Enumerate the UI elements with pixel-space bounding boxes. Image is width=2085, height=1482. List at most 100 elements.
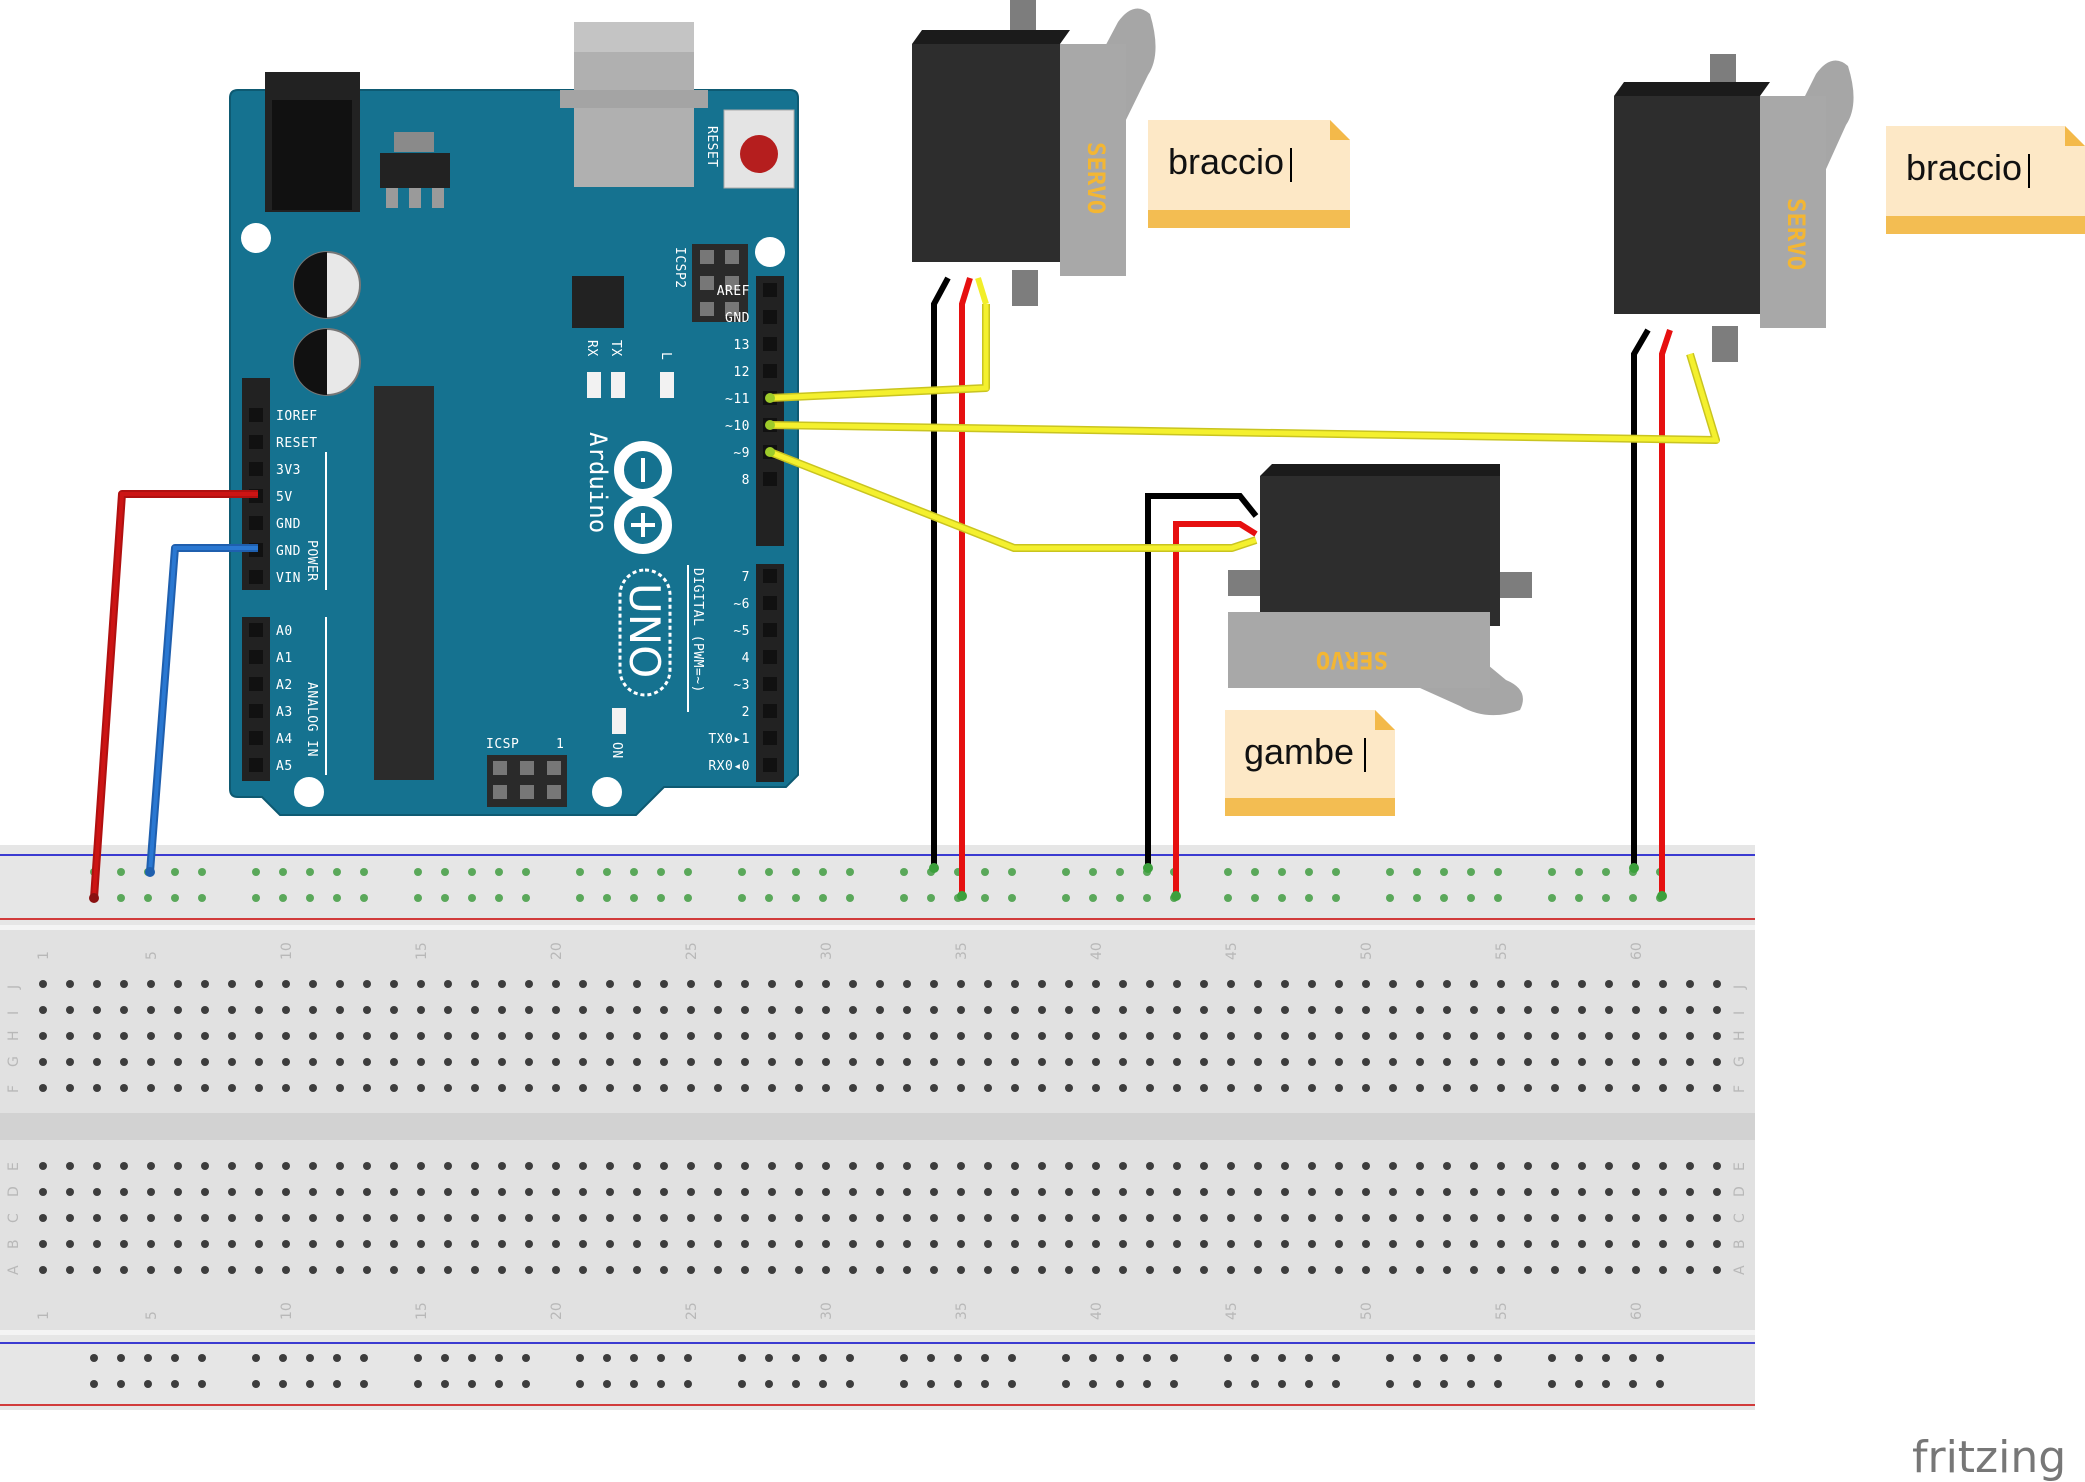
rail-hole[interactable] <box>414 894 422 902</box>
breadboard-hole[interactable] <box>1389 1240 1397 1248</box>
breadboard-hole[interactable] <box>1497 1162 1505 1170</box>
rail-hole[interactable] <box>1332 868 1340 876</box>
breadboard-hole[interactable] <box>228 1006 236 1014</box>
breadboard-hole[interactable] <box>1524 1188 1532 1196</box>
breadboard-hole[interactable] <box>1578 1032 1586 1040</box>
header-socket[interactable] <box>763 337 777 351</box>
breadboard-hole[interactable] <box>471 1084 479 1092</box>
rail-hole[interactable] <box>171 868 179 876</box>
rail-hole[interactable] <box>414 1380 422 1388</box>
breadboard-hole[interactable] <box>1443 1058 1451 1066</box>
breadboard-hole[interactable] <box>1281 1006 1289 1014</box>
breadboard-hole[interactable] <box>147 1058 155 1066</box>
breadboard-hole[interactable] <box>1524 1058 1532 1066</box>
breadboard-hole[interactable] <box>1308 1006 1316 1014</box>
breadboard-hole[interactable] <box>768 1266 776 1274</box>
breadboard-hole[interactable] <box>1146 1188 1154 1196</box>
rail-hole[interactable] <box>468 894 476 902</box>
breadboard-hole[interactable] <box>633 1032 641 1040</box>
rail-hole[interactable] <box>738 894 746 902</box>
breadboard-hole[interactable] <box>1281 1214 1289 1222</box>
breadboard-hole[interactable] <box>1605 1162 1613 1170</box>
breadboard-hole[interactable] <box>1038 1162 1046 1170</box>
breadboard-hole[interactable] <box>201 1032 209 1040</box>
rail-hole[interactable] <box>1332 1380 1340 1388</box>
breadboard-hole[interactable] <box>498 1084 506 1092</box>
breadboard-hole[interactable] <box>984 1058 992 1066</box>
breadboard-hole[interactable] <box>849 1188 857 1196</box>
rail-hole[interactable] <box>495 868 503 876</box>
breadboard-hole[interactable] <box>795 1214 803 1222</box>
breadboard-hole[interactable] <box>1254 1006 1262 1014</box>
breadboard-hole[interactable] <box>1659 1214 1667 1222</box>
breadboard-hole[interactable] <box>1335 1266 1343 1274</box>
breadboard-hole[interactable] <box>660 1188 668 1196</box>
breadboard-hole[interactable] <box>1308 1188 1316 1196</box>
breadboard-hole[interactable] <box>1497 1006 1505 1014</box>
breadboard-hole[interactable] <box>1362 1240 1370 1248</box>
rail-hole[interactable] <box>954 1380 962 1388</box>
breadboard-hole[interactable] <box>1578 1084 1586 1092</box>
breadboard-hole[interactable] <box>1308 1240 1316 1248</box>
rail-hole[interactable] <box>954 1354 962 1362</box>
rail-hole[interactable] <box>1467 1354 1475 1362</box>
breadboard-hole[interactable] <box>1038 1188 1046 1196</box>
rail-hole[interactable] <box>333 1380 341 1388</box>
breadboard-hole[interactable] <box>1038 1032 1046 1040</box>
breadboard-hole[interactable] <box>1605 1084 1613 1092</box>
breadboard-hole[interactable] <box>1119 1058 1127 1066</box>
breadboard-hole[interactable] <box>93 1266 101 1274</box>
breadboard-hole[interactable] <box>1038 1006 1046 1014</box>
breadboard-hole[interactable] <box>930 1214 938 1222</box>
breadboard-hole[interactable] <box>282 1188 290 1196</box>
breadboard-hole[interactable] <box>957 1266 965 1274</box>
header-socket[interactable] <box>763 310 777 324</box>
rail-hole[interactable] <box>1224 1354 1232 1362</box>
breadboard-hole[interactable] <box>822 1162 830 1170</box>
rail-hole[interactable] <box>306 1380 314 1388</box>
rail-hole[interactable] <box>1629 1354 1637 1362</box>
breadboard-hole[interactable] <box>363 1266 371 1274</box>
breadboard-hole[interactable] <box>1632 1084 1640 1092</box>
breadboard-hole[interactable] <box>1416 1214 1424 1222</box>
rail-hole[interactable] <box>171 1380 179 1388</box>
breadboard-hole[interactable] <box>471 1266 479 1274</box>
rail-hole[interactable] <box>1143 1380 1151 1388</box>
rail-hole[interactable] <box>117 1354 125 1362</box>
rail-hole[interactable] <box>441 1380 449 1388</box>
breadboard-hole[interactable] <box>957 980 965 988</box>
breadboard-hole[interactable] <box>1659 1266 1667 1274</box>
breadboard-hole[interactable] <box>579 1162 587 1170</box>
breadboard-hole[interactable] <box>1551 1006 1559 1014</box>
breadboard-hole[interactable] <box>1065 1214 1073 1222</box>
rail-hole[interactable] <box>1143 1354 1151 1362</box>
breadboard-hole[interactable] <box>309 1032 317 1040</box>
breadboard-hole[interactable] <box>849 1214 857 1222</box>
breadboard-hole[interactable] <box>1119 1266 1127 1274</box>
rail-hole[interactable] <box>1278 894 1286 902</box>
breadboard-hole[interactable] <box>687 1006 695 1014</box>
breadboard-hole[interactable] <box>876 1006 884 1014</box>
rail-hole[interactable] <box>900 868 908 876</box>
breadboard-hole[interactable] <box>228 1214 236 1222</box>
breadboard-hole[interactable] <box>714 980 722 988</box>
breadboard-hole[interactable] <box>1011 1084 1019 1092</box>
breadboard-hole[interactable] <box>1254 1188 1262 1196</box>
rail-hole[interactable] <box>522 868 530 876</box>
header-socket[interactable] <box>249 623 263 637</box>
breadboard-hole[interactable] <box>1605 980 1613 988</box>
breadboard-hole[interactable] <box>1335 1240 1343 1248</box>
rail-hole[interactable] <box>981 868 989 876</box>
breadboard-hole[interactable] <box>1416 980 1424 988</box>
breadboard-hole[interactable] <box>201 1266 209 1274</box>
breadboard-hole[interactable] <box>930 1006 938 1014</box>
breadboard-hole[interactable] <box>120 1058 128 1066</box>
breadboard-hole[interactable] <box>444 1058 452 1066</box>
rail-hole[interactable] <box>1467 868 1475 876</box>
breadboard-hole[interactable] <box>1389 1188 1397 1196</box>
breadboard-hole[interactable] <box>390 1266 398 1274</box>
breadboard-hole[interactable] <box>1416 1266 1424 1274</box>
breadboard-hole[interactable] <box>120 1188 128 1196</box>
rail-hole[interactable] <box>1116 1354 1124 1362</box>
breadboard-hole[interactable] <box>1227 980 1235 988</box>
